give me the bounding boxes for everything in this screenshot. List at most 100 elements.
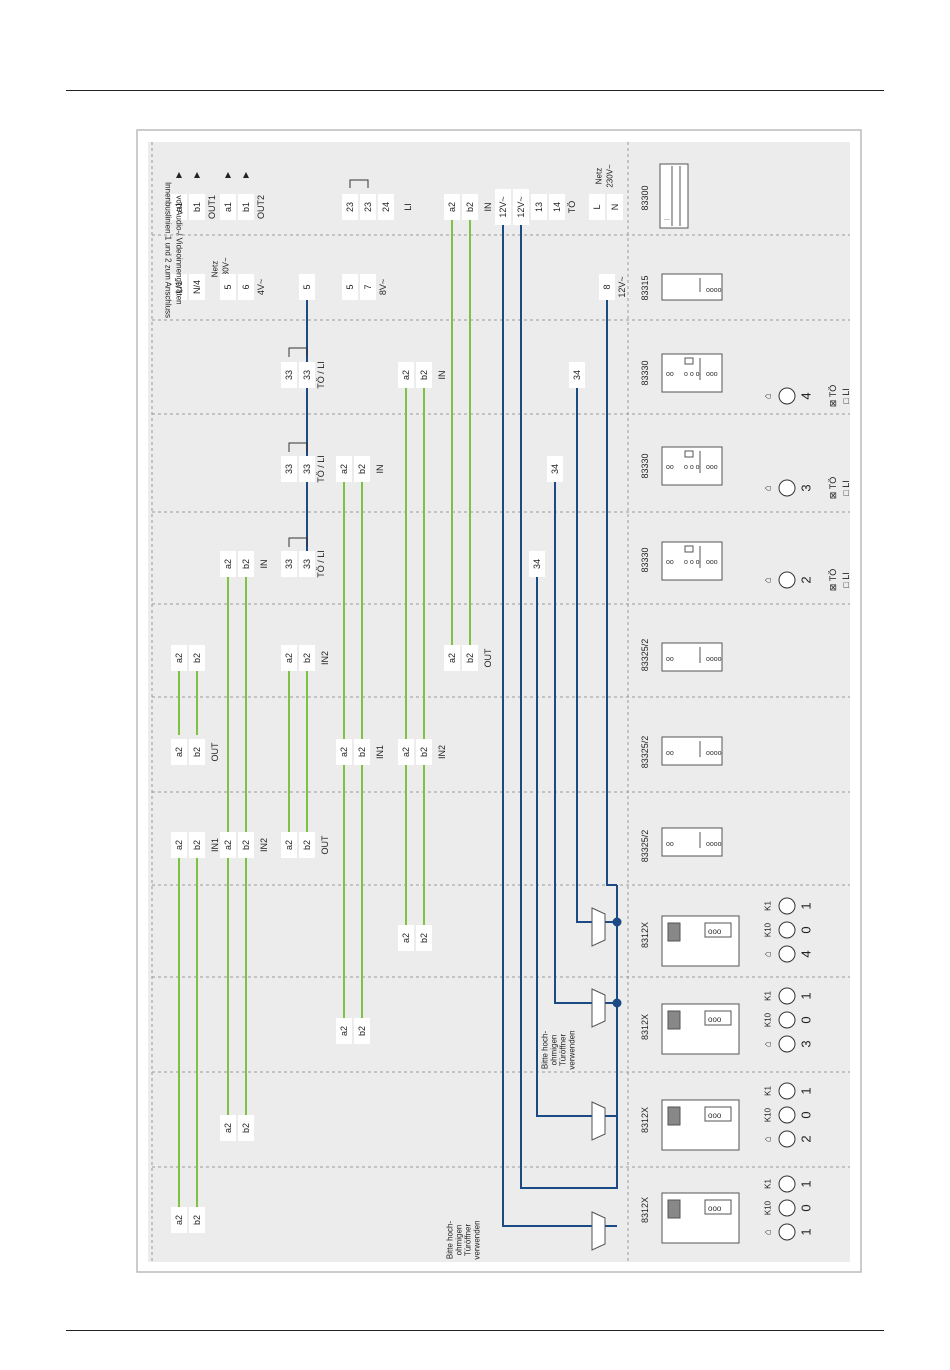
terminal-label: 33 xyxy=(302,370,312,380)
svg-text:ooo: ooo xyxy=(706,559,718,566)
top-rule xyxy=(66,90,884,91)
device-model-label: 83330 xyxy=(640,453,650,478)
netz-label: Netz xyxy=(211,261,220,277)
terminal-label: 33 xyxy=(284,559,294,569)
voltage-label: 4V~ xyxy=(256,279,266,295)
pair-label: OUT xyxy=(210,742,220,762)
monitor-number: 4 xyxy=(799,392,814,399)
k1-label: K1 xyxy=(764,1179,773,1189)
terminal-label: 5 xyxy=(345,284,355,289)
terminal-label: L/1 xyxy=(174,281,184,294)
voltage-label: 8V~ xyxy=(378,279,388,295)
terminal-label: 12V~ xyxy=(516,196,526,217)
terminal-label: 33 xyxy=(284,464,294,474)
pair-label: OUT2 xyxy=(256,195,266,219)
terminal-label: 33 xyxy=(302,559,312,569)
terminal-label: a2 xyxy=(284,653,294,663)
terminal-label: N xyxy=(610,204,620,211)
door-station-icon: ooo xyxy=(661,1099,740,1151)
svg-text:o o o: o o o xyxy=(684,464,700,471)
terminal-box xyxy=(336,456,352,482)
pair-label: IN1 xyxy=(375,745,385,759)
terminal-label: b2 xyxy=(241,1123,251,1133)
pair-label: IN2 xyxy=(320,651,330,665)
terminal-label: b2 xyxy=(419,747,429,757)
terminal-box xyxy=(462,194,478,220)
call-number: 3 xyxy=(799,1040,814,1047)
section-separators xyxy=(151,142,850,1262)
terminal-label: b2 xyxy=(357,464,367,474)
terminal-box xyxy=(189,645,205,671)
rotary-switch-icon xyxy=(778,387,796,405)
terminal-box xyxy=(336,739,352,765)
terminal-box xyxy=(171,739,187,765)
terminal-label: b2 xyxy=(357,1026,367,1036)
to-li-label: TÖ / LI xyxy=(316,361,326,389)
terminal-box xyxy=(299,362,315,388)
terminal-box xyxy=(171,1207,187,1233)
terminal-label: b1 xyxy=(192,202,202,212)
door-opener-icon xyxy=(591,1211,606,1251)
terminal-box xyxy=(281,551,297,577)
terminal-label: 5 xyxy=(223,284,233,289)
rotary-switch-icon xyxy=(778,1130,796,1148)
svg-text:ooo: ooo xyxy=(708,1204,722,1213)
rotary-switch-icon xyxy=(778,921,796,939)
terminal-label: a2 xyxy=(223,1123,233,1133)
opener-note: ohmigen xyxy=(455,1225,464,1256)
terminal-label: b2 xyxy=(192,840,202,850)
terminal-label: a2 xyxy=(174,653,184,663)
bell-icon: ⌂ xyxy=(763,1136,774,1142)
pair-label: OUT xyxy=(483,648,493,668)
door-station-icon: ooo xyxy=(661,1192,740,1244)
innenbus-note: von Audio-/ Videoinnengeräten xyxy=(175,195,184,304)
terminal-label: 33 xyxy=(302,464,312,474)
pair-label: OUT xyxy=(320,835,330,855)
opener-note: verwenden xyxy=(473,1220,482,1259)
terminal-label: b2 xyxy=(241,559,251,569)
svg-text:oooo: oooo xyxy=(706,750,722,757)
terminal-label: a2 xyxy=(174,747,184,757)
terminal-label: a2 xyxy=(447,202,457,212)
terminal-box xyxy=(342,274,358,300)
terminal-box xyxy=(398,739,414,765)
terminal-box xyxy=(360,274,376,300)
rotary-switch-icon xyxy=(778,945,796,963)
terminal-box xyxy=(444,645,460,671)
pair-label: OUT1 xyxy=(207,195,217,219)
svg-text:oo: oo xyxy=(666,559,674,566)
terminal-box xyxy=(299,832,315,858)
terminal-label: a2 xyxy=(339,464,349,474)
call-number: 0 xyxy=(799,1111,814,1118)
svg-text:ooo: ooo xyxy=(708,927,722,936)
terminal-label: 5 xyxy=(302,284,312,289)
terminal-label: 34 xyxy=(532,559,542,569)
terminal-box xyxy=(171,832,187,858)
transformer-icon: oooo xyxy=(661,273,723,301)
to-li-label: TÖ / LI xyxy=(316,550,326,578)
pair-label: IN1 xyxy=(210,838,220,852)
svg-text:oo: oo xyxy=(666,656,674,663)
terminal-box xyxy=(495,189,511,225)
terminal-label: 34 xyxy=(572,370,582,380)
terminal-box xyxy=(378,194,394,220)
opener-note: Türöffner xyxy=(559,1034,568,1067)
rotary-switch-icon xyxy=(778,897,796,915)
terminal-box xyxy=(238,274,254,300)
terminal-box xyxy=(299,645,315,671)
rotary-switch-icon xyxy=(778,1223,796,1241)
terminal-label: a1 xyxy=(223,202,233,212)
pair-label: IN xyxy=(483,203,493,212)
terminal-box xyxy=(416,925,432,951)
monitor-number: 3 xyxy=(799,484,814,491)
terminal-label: b2 xyxy=(357,747,367,757)
to-label: TÖ xyxy=(567,201,577,214)
rotary-switch-icon xyxy=(778,1199,796,1217)
k1-label: K1 xyxy=(764,901,773,911)
svg-text:ooo: ooo xyxy=(708,1111,722,1120)
